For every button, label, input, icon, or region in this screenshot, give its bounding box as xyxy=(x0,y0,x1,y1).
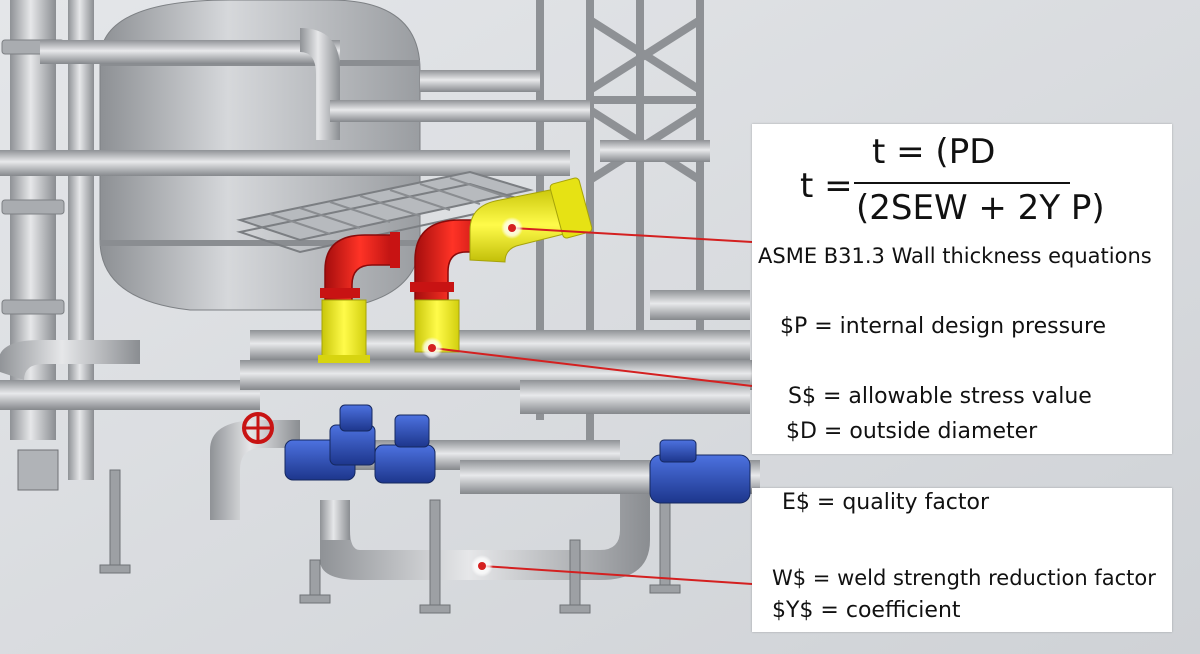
blue-motors xyxy=(284,404,751,504)
equation-numerator: t = (PD xyxy=(872,132,996,172)
definition-coefficient: $Y$ = coefficient xyxy=(772,598,961,623)
red-elbow-left xyxy=(320,232,400,311)
definition-pressure: $P = internal design pressure xyxy=(780,314,1107,339)
yellow-pipe-upper xyxy=(469,177,593,263)
equation-title: ASME B31.3 Wall thicknesѕ equations xyxy=(758,244,1152,268)
fraction-bar xyxy=(854,182,1070,184)
upper-pipes xyxy=(0,28,710,176)
definition-quality: E$ = quality factor xyxy=(782,490,990,515)
supports xyxy=(17,449,681,614)
equation-panel: t = t = (PD (2SEW + 2Y P) ASME B31.3 Wal… xyxy=(752,124,1172,454)
definition-weld: W$ = weld strength reduction factor xyxy=(772,566,1156,590)
valve-handwheel xyxy=(242,412,274,444)
leader-lines xyxy=(431,227,753,585)
equation-lhs: t = xyxy=(800,166,853,206)
yellow-pipe-lower xyxy=(318,299,460,363)
definition-stress: S$ = allowable stress value xyxy=(788,384,1092,409)
marker-dots xyxy=(421,217,523,577)
definition-diameter: $D = outside diameter xyxy=(786,419,1038,444)
equation-denominator: (2SEW + 2Y P) xyxy=(856,188,1105,228)
factor-panel: E$ = quality factor W$ = weld strength r… xyxy=(752,488,1172,632)
